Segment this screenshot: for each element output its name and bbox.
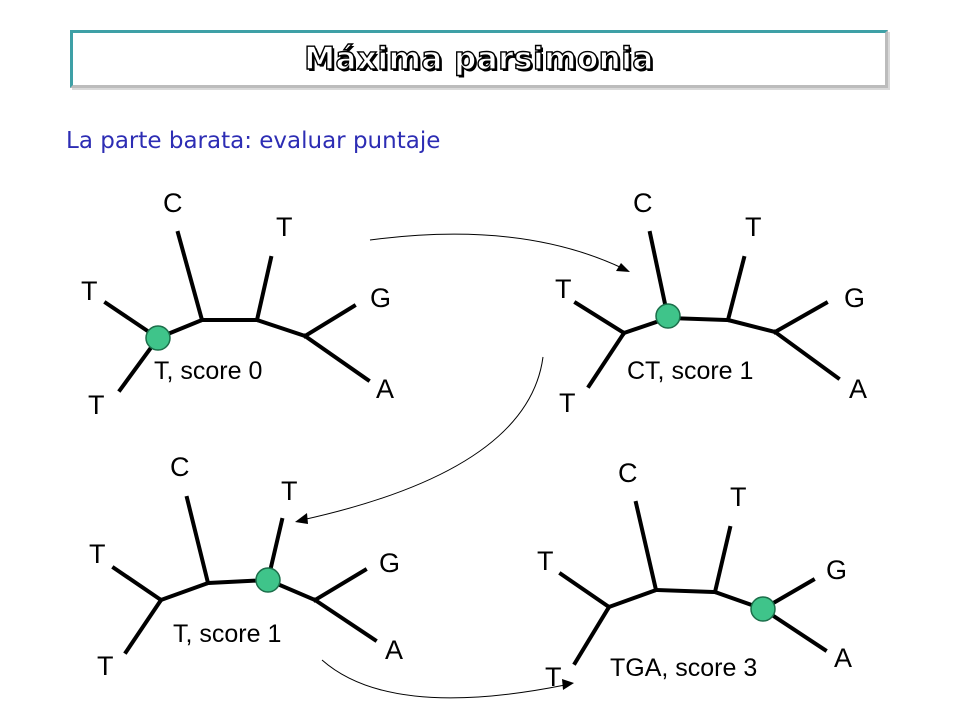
tree-3-edge (312, 567, 368, 603)
tree-4-edge (558, 571, 612, 610)
tree-3-leaf-top: C (170, 452, 190, 482)
tree-1-edge (254, 317, 308, 339)
slide-title: Máxima parsimonia (304, 40, 654, 77)
tree-2-edge (725, 255, 747, 323)
title-box: Máxima parsimonia (70, 30, 888, 88)
tree-2-leaf-upper-right: T (745, 212, 762, 242)
tree-4-leaf-left-lower: T (545, 662, 562, 692)
tree-1-edge (302, 333, 371, 383)
slide-subtitle: La parte barata: evaluar puntaje (66, 128, 441, 154)
tree-3-leaf-upper-right: T (281, 476, 298, 506)
tree-4-edge (606, 587, 659, 610)
arrowhead (616, 263, 630, 272)
tree-3: C T T G T A T, score 1 (89, 452, 403, 681)
tree-1-edge (302, 303, 357, 339)
tree-1-edge (175, 230, 205, 323)
tree-4-edge (653, 587, 718, 595)
tree-2-leaf-right-lower: A (849, 374, 867, 404)
arrow-tree-1-to-tree-2 (369, 233, 630, 272)
tree-1-leaf-right-upper: G (370, 283, 391, 313)
tree-3-edge (312, 597, 378, 643)
tree-4-edge (712, 525, 733, 595)
tree-2-edge (725, 317, 778, 335)
tree-3-leaf-left-upper: T (89, 539, 106, 569)
tree-4-leaf-upper-right: T (730, 482, 747, 512)
tree-2-edge (573, 300, 627, 336)
tree-4-leaf-top: C (618, 458, 638, 488)
tree-4-leaf-right-upper: G (826, 555, 847, 585)
tree-2-leaf-left-upper: T (555, 274, 572, 304)
tree-3-edge (158, 580, 211, 603)
tree-3-leaf-right-lower: A (385, 635, 403, 665)
arrowhead (562, 679, 574, 690)
tree-3-edge (184, 495, 211, 586)
tree-2-leaf-left-lower: T (559, 388, 576, 418)
tree-3-caption: T, score 1 (173, 620, 281, 648)
tree-2-edge (772, 300, 829, 335)
tree-2-ancestor-node (655, 303, 681, 329)
tree-2-leaf-right-upper: G (844, 283, 865, 313)
tree-1-leaf-left-upper: T (81, 276, 98, 306)
tree-3-edge (123, 597, 164, 655)
tree-3-ancestor-node (255, 567, 281, 593)
tree-4-ancestor-node (750, 596, 776, 622)
arrowhead (295, 513, 308, 524)
tree-4-edge (572, 604, 612, 666)
arrow-tree-2-to-tree-3 (295, 356, 544, 524)
tree-4-leaf-left-upper: T (537, 546, 554, 576)
tree-1: C T T G T A T, score 0 (81, 188, 394, 420)
tree-2: C T T G T A CT, score 1 (555, 188, 867, 418)
tree-4-edge (633, 500, 659, 593)
tree-1-leaf-left-lower: T (88, 390, 105, 420)
tree-1-leaf-top: C (163, 188, 183, 218)
arrow-tree-3-to-tree-4 (321, 659, 574, 699)
tree-4-leaf-right-lower: A (834, 643, 852, 673)
tree-2-edge (586, 330, 627, 389)
tree-3-leaf-left-lower: T (97, 651, 114, 681)
tree-1-caption: T, score 0 (154, 357, 262, 385)
tree-1-ancestor-node (145, 325, 171, 351)
tree-1-edge (254, 255, 274, 323)
tree-1-leaf-right-lower: A (376, 374, 394, 404)
tree-1-leaf-upper-right: T (276, 212, 293, 242)
tree-3-leaf-right-upper: G (379, 548, 400, 578)
tree-2-caption: CT, score 1 (627, 357, 753, 385)
tree-4: C T T G T A TGA, score 3 (537, 458, 852, 692)
tree-4-caption: TGA, score 3 (610, 654, 757, 682)
tree-3-edge (111, 565, 164, 603)
tree-2-edge (772, 329, 841, 381)
tree-2-leaf-top: C (633, 188, 653, 218)
